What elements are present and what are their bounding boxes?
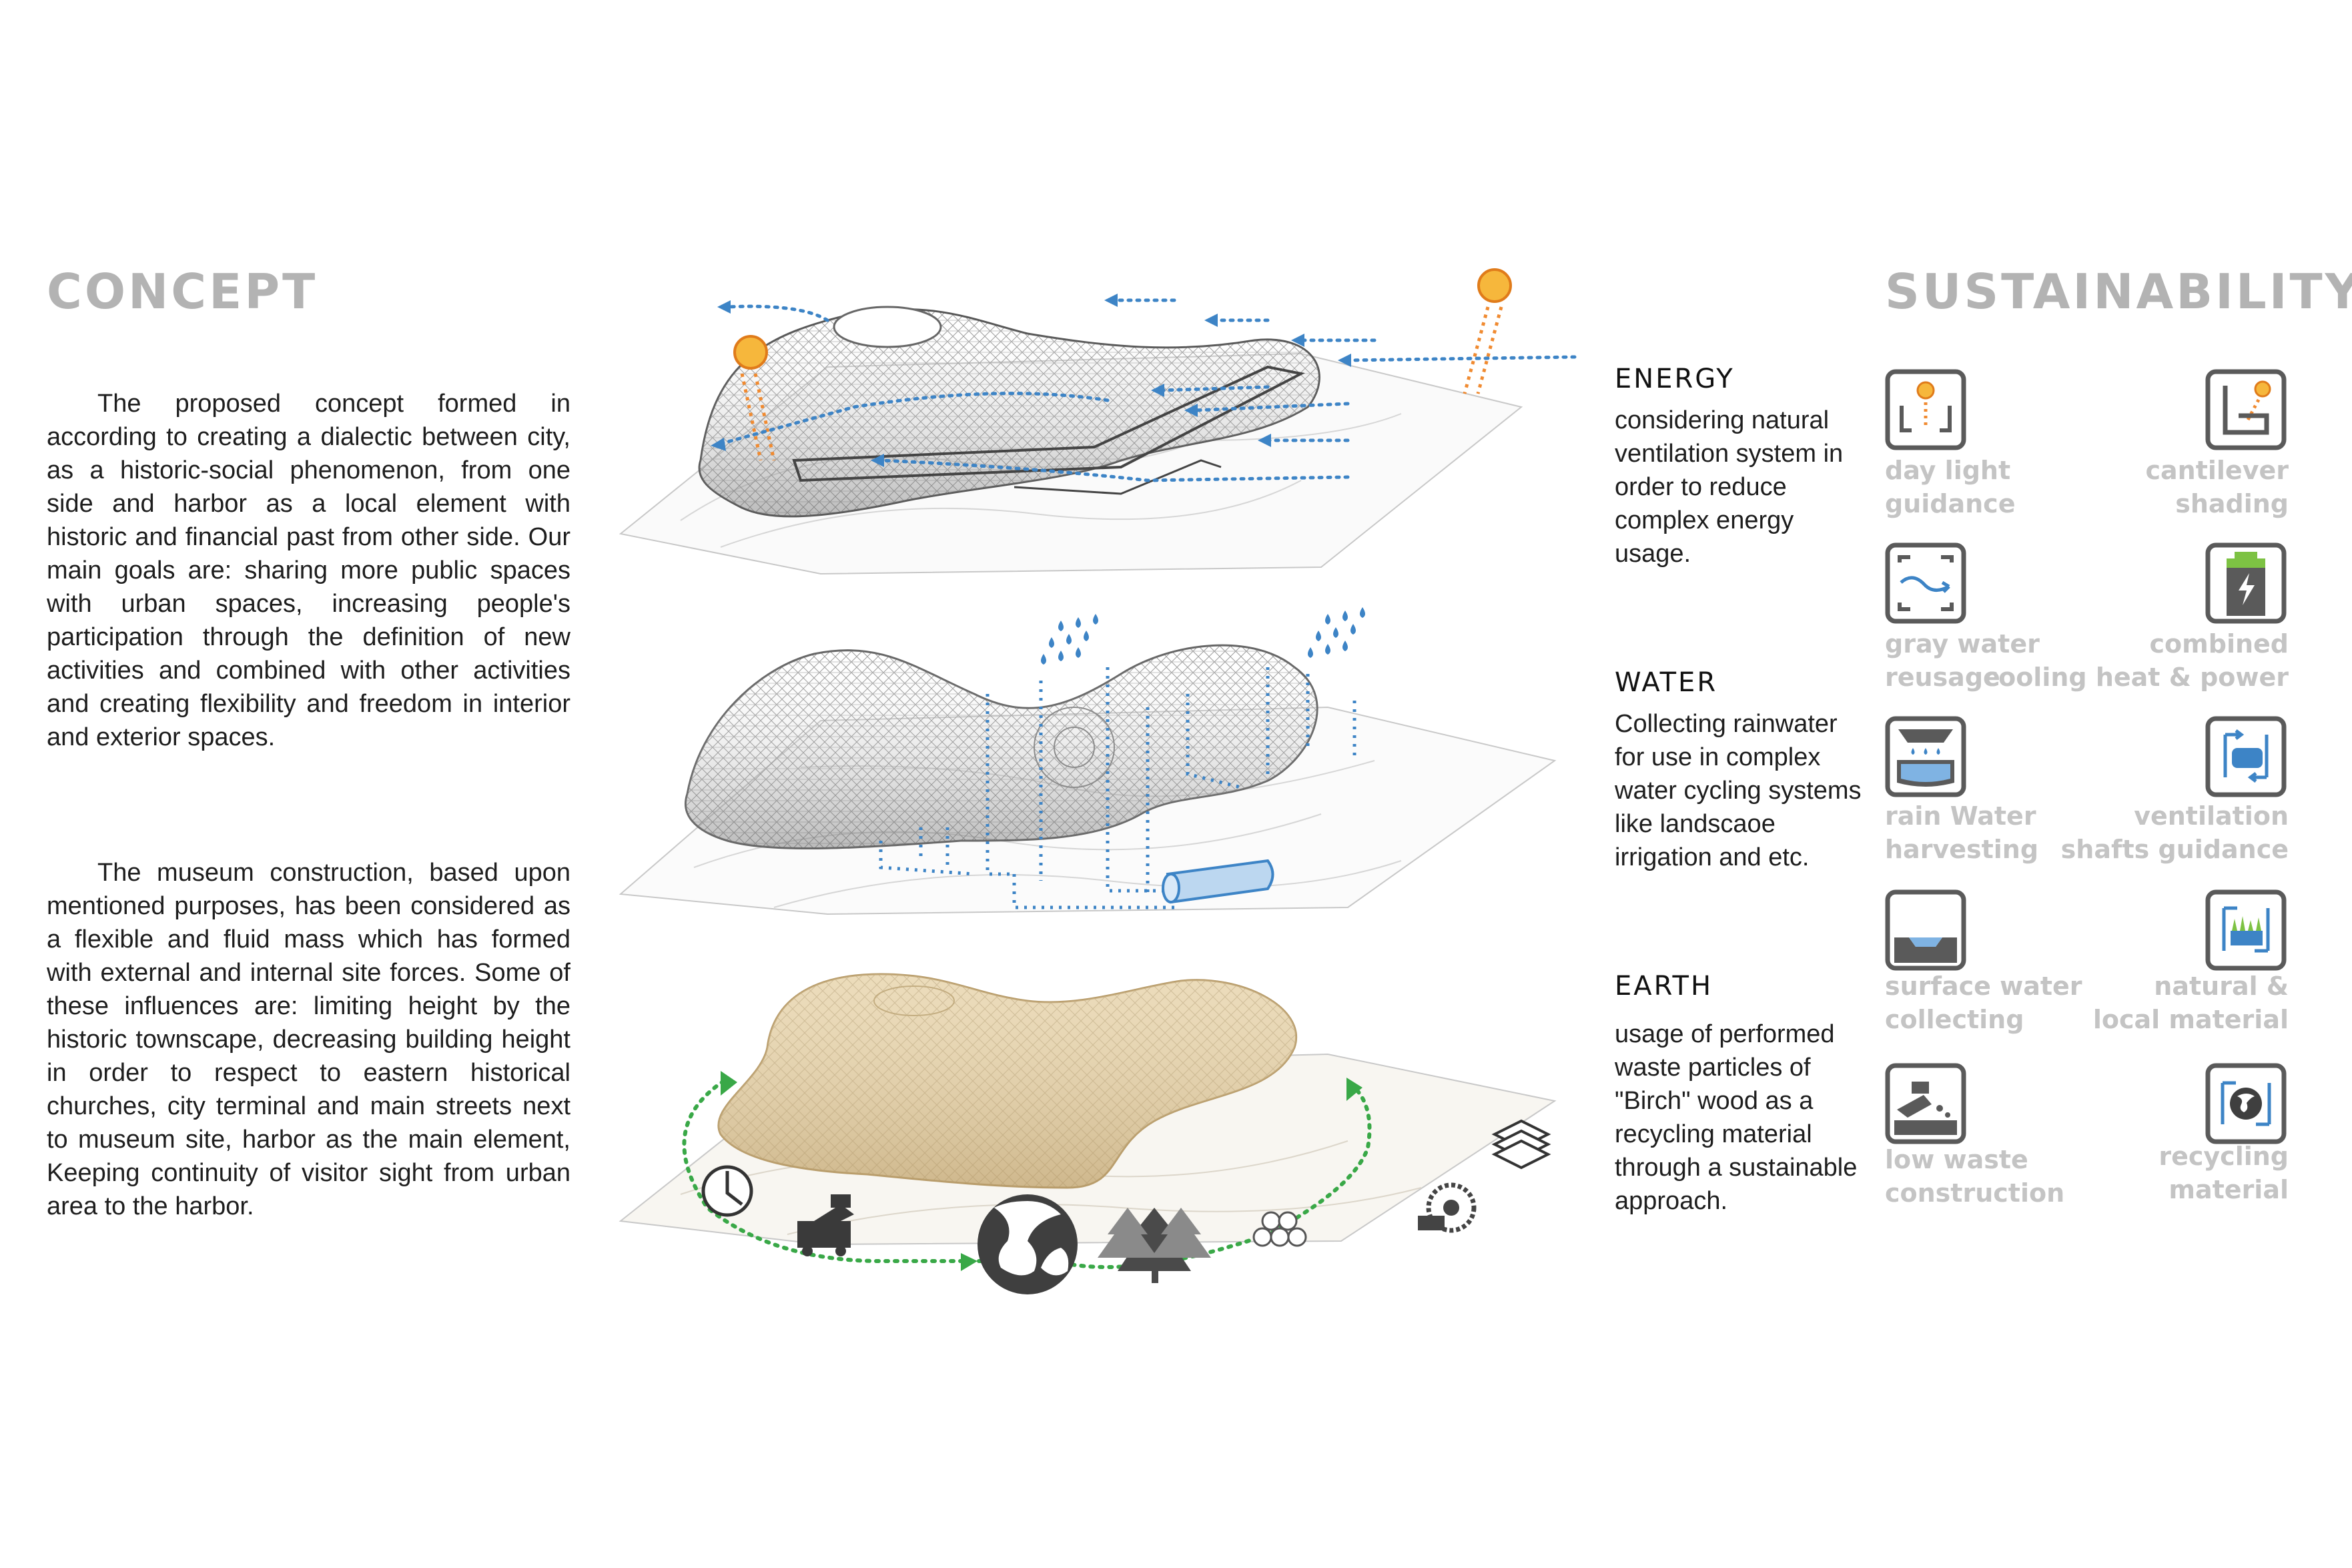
natural-material-label: natural &local material bbox=[2092, 971, 2289, 1034]
ventilation-shaft-icon bbox=[2205, 716, 2287, 797]
recycling-globe-icon bbox=[2205, 1063, 2287, 1144]
water-pipes bbox=[879, 667, 1356, 909]
concept-text: The proposed concept formed in according… bbox=[47, 387, 570, 754]
wind-arrowheads bbox=[711, 294, 1351, 467]
daylight-icon bbox=[1885, 369, 1966, 450]
battery-icon bbox=[2205, 542, 2287, 624]
gray-water-icon bbox=[1885, 542, 1966, 624]
energy-line: complex energy bbox=[1615, 506, 1794, 534]
sustainability-heading: SUSTAINABILITY bbox=[1885, 264, 2352, 320]
water-line: water cycling systems bbox=[1615, 777, 1862, 805]
rain-icon-right bbox=[1308, 607, 1365, 658]
earth-line: "Birch" wood as a bbox=[1615, 1087, 1814, 1115]
earth-line: waste particles of bbox=[1615, 1054, 1811, 1082]
water-diagram bbox=[619, 607, 1557, 915]
rain-icon-left bbox=[1041, 614, 1098, 665]
recycle-cycle-path bbox=[682, 1079, 1372, 1269]
earth-title: EARTH bbox=[1615, 971, 1713, 1002]
globe-icon bbox=[977, 1194, 1078, 1294]
earth-line: approach. bbox=[1615, 1187, 1728, 1215]
building-diagrams bbox=[619, 268, 1577, 1294]
earth-diagram bbox=[619, 973, 1557, 1294]
saw-blade-icon bbox=[1418, 1182, 1477, 1233]
water-line: for use in complex bbox=[1615, 743, 1821, 771]
water-line: like landscaoe bbox=[1615, 810, 1776, 838]
earth-line: recycling material bbox=[1615, 1120, 1812, 1148]
water-line: irrigation and etc. bbox=[1615, 843, 1810, 871]
dump-truck-icon bbox=[797, 1194, 854, 1256]
concept-paragraph-2: The museum construction, based upon ment… bbox=[47, 859, 570, 1220]
earth-description: usage of performed waste particles of "B… bbox=[1615, 1018, 1875, 1218]
sun-icon-right bbox=[1463, 268, 1512, 394]
clock-icon bbox=[701, 1165, 753, 1217]
energy-line: ventilation system in bbox=[1615, 440, 1844, 468]
logs-icon bbox=[1252, 1211, 1307, 1247]
energy-title: ENERGY bbox=[1615, 364, 1735, 394]
rain-harvest-icon bbox=[1885, 716, 1966, 797]
trees-icon bbox=[1098, 1208, 1211, 1283]
cycle-arrowheads bbox=[721, 1071, 1362, 1271]
earth-line: usage of performed bbox=[1615, 1020, 1835, 1048]
surface-water-icon bbox=[1885, 889, 1966, 971]
concept-paragraph-1: The proposed concept formed in according… bbox=[47, 390, 570, 751]
energy-diagram bbox=[619, 268, 1577, 575]
concept-heading: CONCEPT bbox=[47, 264, 318, 320]
energy-line: order to reduce bbox=[1615, 473, 1787, 501]
water-line: Collecting rainwater bbox=[1615, 710, 1838, 738]
energy-description: considering natural ventilation system i… bbox=[1615, 404, 1875, 570]
water-tank bbox=[1162, 859, 1274, 904]
energy-section: ENERGY considering natural ventilation s… bbox=[1615, 364, 1875, 570]
layers-icon bbox=[1491, 1119, 1551, 1170]
water-title: WATER bbox=[1615, 667, 1718, 698]
energy-line: considering natural bbox=[1615, 406, 1830, 434]
sun-icon-left bbox=[733, 335, 776, 461]
natural-material-icon bbox=[2205, 889, 2287, 971]
earth-line: through a sustainable bbox=[1615, 1154, 1858, 1182]
earth-section: EARTH usage of performed waste particles… bbox=[1615, 971, 1875, 1218]
concept-text-2: The museum construction, based upon ment… bbox=[47, 856, 570, 1223]
water-description: Collecting rainwater for use in complex … bbox=[1615, 707, 1875, 874]
cantilever-shading-icon bbox=[2205, 369, 2287, 450]
water-section: WATER Collecting rainwater for use in co… bbox=[1615, 667, 1875, 874]
energy-line: usage. bbox=[1615, 540, 1691, 568]
low-waste-icon bbox=[1885, 1063, 1966, 1144]
wind-arrows bbox=[719, 298, 1577, 482]
